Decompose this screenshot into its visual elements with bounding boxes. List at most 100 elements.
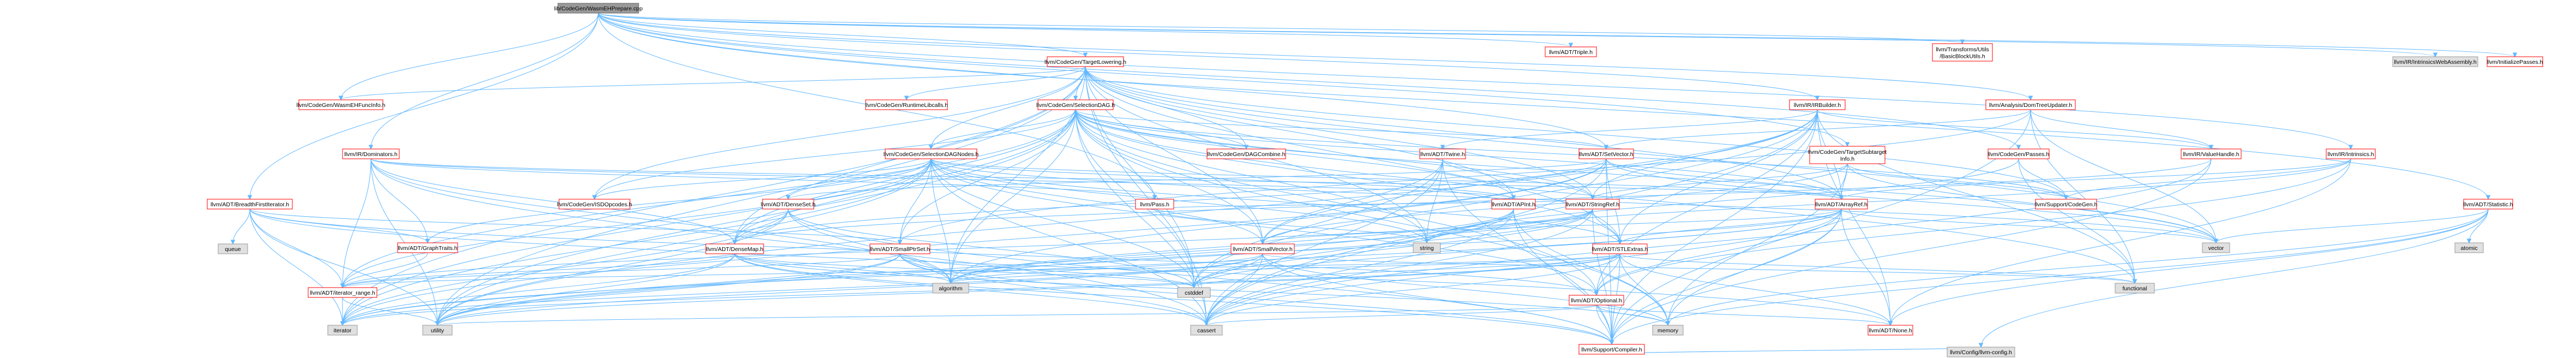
edge-root-to-bfi <box>247 13 599 200</box>
node-root[interactable]: lib/CodeGen/WasmEHPrepare.cpp <box>554 3 643 14</box>
node-algorithm: algorithm <box>932 283 969 294</box>
edge-seldag-to-cstddef <box>1075 109 1197 289</box>
node-box <box>397 242 458 253</box>
node-pass[interactable]: llvm/Pass.h <box>1135 199 1174 210</box>
edge-stlextras-to-algorithm <box>948 253 1620 284</box>
node-seldag[interactable]: llvm/CodeGen/SelectionDAG.h <box>1036 99 1115 110</box>
edge-optional-to-compiler <box>1596 305 1614 345</box>
node-label: llvm/ADT/None.h <box>1869 327 1912 334</box>
edge-root-to-triple <box>598 13 1574 48</box>
node-bfi[interactable]: llvm/ADT/BreadthFirstIterator.h <box>207 199 293 210</box>
node-label: llvm/IR/ValueHandle.h <box>2183 151 2239 158</box>
node-box <box>2454 242 2484 253</box>
node-box <box>1652 325 1684 336</box>
edge-dominators-to-arrayref <box>370 158 1844 200</box>
edge-tgtsubinfo-to-smallvector <box>1260 163 1848 245</box>
node-box <box>1413 242 1441 253</box>
node-box <box>2392 56 2478 67</box>
node-vector: vector <box>2202 242 2230 253</box>
node-box <box>1037 99 1114 110</box>
node-stlextras[interactable]: llvm/ADT/STLExtras.h <box>1592 243 1648 254</box>
node-rtlibcalls[interactable]: llvm/CodeGen/RuntimeLibcalls.h <box>865 99 948 110</box>
node-box <box>2463 199 2513 210</box>
node-setvector[interactable]: llvm/ADT/SetVector.h <box>1578 148 1634 159</box>
edge-valuehandle-to-cassert <box>1204 158 2212 326</box>
node-denseset[interactable]: llvm/ADT/DenseSet.h <box>761 199 816 210</box>
node-box <box>1565 199 1620 210</box>
node-utility: utility <box>422 325 453 336</box>
node-bbutils[interactable]: llvm/Transforms/Utils/BasicBlockUtils.h <box>1932 43 1993 62</box>
node-tlower[interactable]: llvm/CodeGen/TargetLowering.h <box>1044 56 1126 67</box>
edge-root-to-intrwasm <box>598 13 2438 58</box>
node-apint[interactable]: llvm/ADT/APInt.h <box>1491 199 1536 210</box>
node-arrayref[interactable]: llvm/ADT/ArrayRef.h <box>1815 199 1868 210</box>
node-memory: memory <box>1652 325 1684 336</box>
node-box <box>207 199 293 210</box>
node-label: llvm/IR/IntrinsicsWebAssembly.h <box>2394 59 2476 65</box>
node-statistic[interactable]: llvm/ADT/Statistic.h <box>2463 199 2513 210</box>
node-dagcomb[interactable]: llvm/CodeGen/DAGCombine.h <box>1206 148 1286 159</box>
node-label: llvm/CodeGen/Passes.h <box>1988 151 2050 158</box>
node-box <box>2202 242 2230 253</box>
edge-smallvector-to-algorithm <box>948 253 1263 284</box>
node-box <box>885 148 977 159</box>
node-label: utility <box>431 327 445 334</box>
node-stringref[interactable]: llvm/ADT/StringRef.h <box>1565 199 1620 210</box>
node-label: llvm/Transforms/Utils <box>1936 46 1989 53</box>
node-twine[interactable]: llvm/ADT/Twine.h <box>1419 148 1466 159</box>
node-box <box>705 243 764 254</box>
edge-statistic-to-memory <box>1665 208 2489 326</box>
edge-stlextras-to-functional <box>1619 253 2137 284</box>
node-label: algorithm <box>939 285 962 292</box>
node-initpasses[interactable]: llvm/InitializePasses.h <box>2487 56 2543 67</box>
node-box <box>557 3 639 14</box>
edge-tlower-to-stlextras <box>1085 66 1623 245</box>
node-label: llvm/Support/Compiler.h <box>1581 347 1642 353</box>
node-iterrange[interactable]: llvm/ADT/iterator_range.h <box>308 287 377 298</box>
node-label: llvm/CodeGen/TargetLowering.h <box>1044 59 1126 65</box>
edge-tlower-to-wasmehfi <box>338 66 1086 101</box>
node-label: memory <box>1658 327 1679 334</box>
node-graphtraits[interactable]: llvm/ADT/GraphTraits.h <box>397 242 458 253</box>
node-sdnodes[interactable]: llvm/CodeGen/SelectionDAGNodes.h <box>884 148 979 159</box>
node-cgpasses[interactable]: llvm/CodeGen/Passes.h <box>1987 148 2050 159</box>
node-box <box>1815 199 1868 210</box>
node-box <box>1592 243 1648 254</box>
edge-iterrange-to-iterator <box>340 297 345 326</box>
node-intrinsics[interactable]: llvm/IR/Intrinsics.h <box>2326 148 2376 159</box>
node-densemap[interactable]: llvm/ADT/DenseMap.h <box>705 243 764 254</box>
node-supcg[interactable]: llvm/Support/CodeGen.h <box>2035 199 2098 210</box>
node-irbuilder[interactable]: llvm/IR/IRBuilder.h <box>1789 99 1846 110</box>
node-label: llvm/CodeGen/SelectionDAG.h <box>1036 102 1115 109</box>
node-label: llvm/CodeGen/SelectionDAGNodes.h <box>884 151 979 158</box>
node-label: cassert <box>1197 327 1216 334</box>
node-label: Info.h <box>1840 156 1854 162</box>
node-isdops[interactable]: llvm/CodeGen/ISDOpcodes.h <box>557 199 632 210</box>
node-box <box>1419 148 1466 159</box>
node-triple[interactable]: llvm/ADT/Triple.h <box>1545 46 1597 57</box>
node-box <box>1190 325 1223 336</box>
node-smallvector[interactable]: llvm/ADT/SmallVector.h <box>1230 243 1295 254</box>
node-optional[interactable]: llvm/ADT/Optional.h <box>1569 295 1624 306</box>
edge-irbuilder-to-compiler <box>1609 109 1818 345</box>
edge-seldag-to-utility <box>435 109 1076 326</box>
node-label: llvm/Support/CodeGen.h <box>2035 201 2098 208</box>
edge-sdnodes-to-arrayref <box>930 158 1844 200</box>
edge-smallvector-to-functional <box>1262 253 2137 284</box>
edge-optional-to-none <box>1596 305 1893 326</box>
node-box <box>559 199 631 210</box>
node-label: queue <box>225 246 241 253</box>
node-domtu[interactable]: llvm/Analysis/DomTreeUpdater.h <box>1985 99 2076 110</box>
node-label: llvm/ADT/Optional.h <box>1571 297 1622 304</box>
edge-intrinsics-to-arrayref <box>1839 158 2351 200</box>
node-dominators[interactable]: llvm/IR/Dominators.h <box>342 148 400 159</box>
node-smallptrset[interactable]: llvm/ADT/SmallPtrSet.h <box>869 243 930 254</box>
node-label: llvm/IR/Dominators.h <box>344 151 398 158</box>
node-compiler[interactable]: llvm/Support/Compiler.h <box>1578 344 1645 355</box>
node-wasmehfi[interactable]: llvm/CodeGen/WasmEHFuncInfo.h <box>296 99 386 110</box>
node-none[interactable]: llvm/ADT/None.h <box>1868 325 1913 336</box>
node-box <box>1578 344 1645 355</box>
edge-arrayref-to-none <box>1841 208 1893 326</box>
node-valuehandle[interactable]: llvm/IR/ValueHandle.h <box>2181 148 2242 159</box>
